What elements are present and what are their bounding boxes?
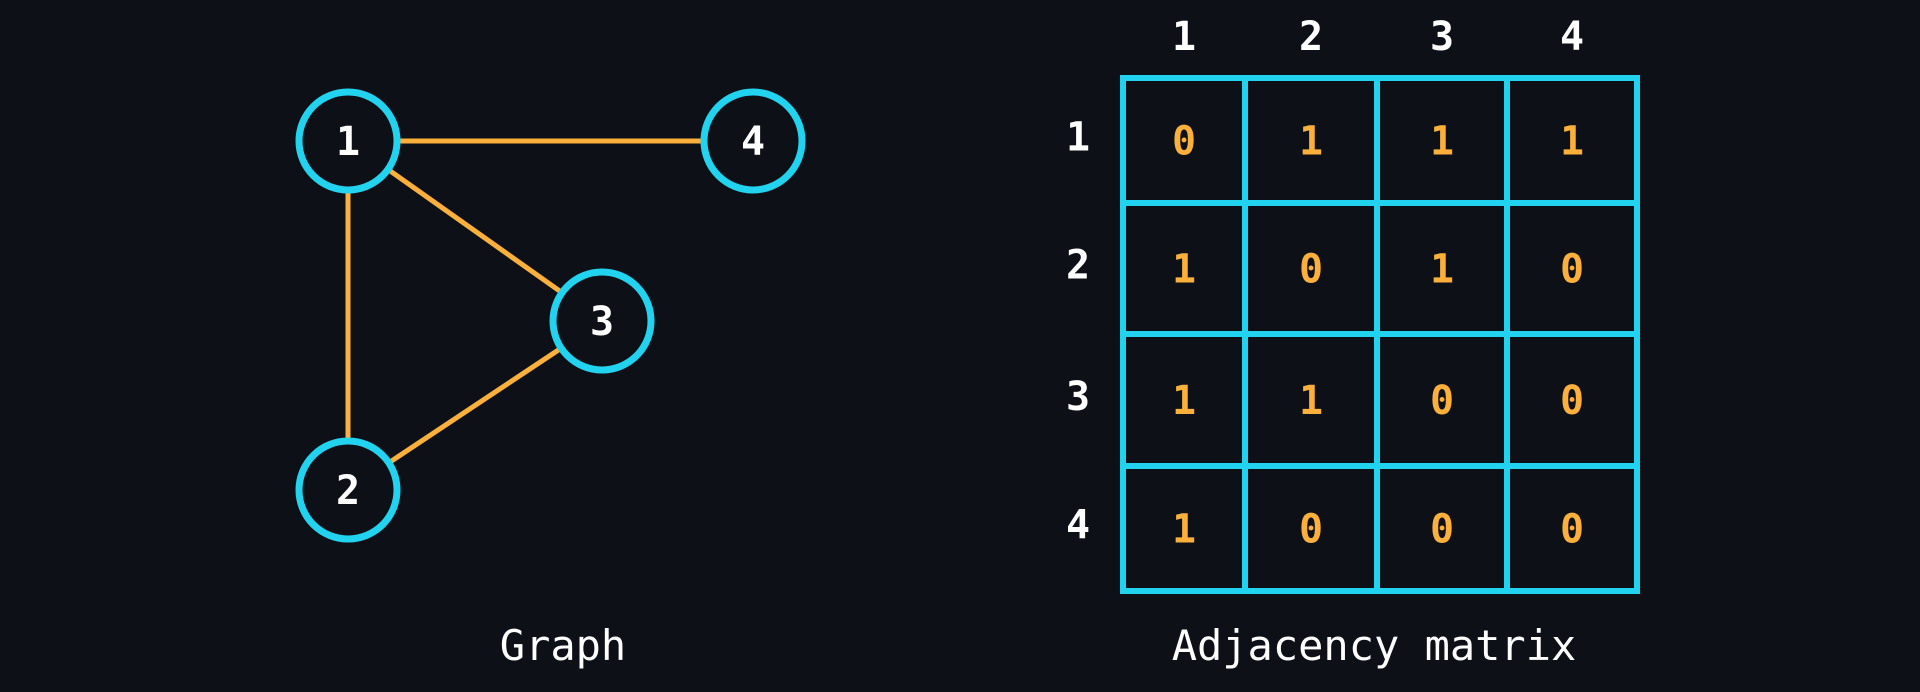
node-1: 1 — [295, 88, 401, 194]
matrix-caption: Adjacency matrix — [1172, 621, 1577, 670]
node-label: 2 — [336, 468, 360, 514]
row-label: 1 — [1066, 115, 1090, 161]
matrix-cell-4-1: 1 — [1172, 507, 1196, 553]
node-4: 4 — [700, 88, 806, 194]
matrix-cell-3-2: 1 — [1299, 378, 1323, 424]
matrix-cell-1-3: 1 — [1430, 119, 1454, 165]
matrix-cell-1-1: 0 — [1172, 119, 1196, 165]
matrix-cell-1-4: 1 — [1560, 119, 1584, 165]
matrix-cell-2-1: 1 — [1172, 247, 1196, 293]
node-circle — [295, 437, 401, 543]
matrix-cell-2-2: 0 — [1299, 247, 1323, 293]
matrix-cell-4-4: 0 — [1560, 507, 1584, 553]
column-label: 3 — [1430, 14, 1454, 60]
matrix-cell-2-4: 0 — [1560, 247, 1584, 293]
matrix-cell-4-2: 0 — [1299, 507, 1323, 553]
node-label: 3 — [590, 299, 614, 345]
matrix-cell-4-3: 0 — [1430, 507, 1454, 553]
node-3: 3 — [549, 268, 655, 374]
matrix-cell-3-3: 0 — [1430, 378, 1454, 424]
column-label: 1 — [1172, 14, 1196, 60]
column-label: 2 — [1299, 14, 1323, 60]
column-label: 4 — [1560, 14, 1584, 60]
matrix-cell-3-4: 0 — [1560, 378, 1584, 424]
matrix-cell-2-3: 1 — [1430, 247, 1454, 293]
row-label: 2 — [1066, 243, 1090, 289]
node-circle — [700, 88, 806, 194]
row-label: 3 — [1066, 374, 1090, 420]
node-circle — [295, 88, 401, 194]
node-2: 2 — [295, 437, 401, 543]
node-circle — [549, 268, 655, 374]
node-label: 4 — [741, 119, 765, 165]
matrix-cell-1-2: 1 — [1299, 119, 1323, 165]
node-label: 1 — [336, 119, 360, 165]
row-label: 4 — [1066, 503, 1090, 549]
matrix-cell-3-1: 1 — [1172, 378, 1196, 424]
graph-caption: Graph — [500, 621, 626, 670]
